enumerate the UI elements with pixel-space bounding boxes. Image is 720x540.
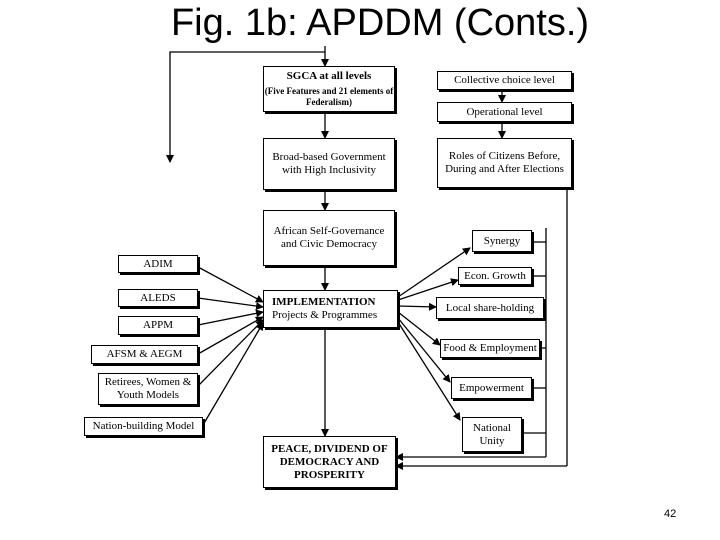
arrow-nation — [202, 322, 264, 426]
sgca-title: SGCA at all levels — [286, 70, 372, 82]
arrow-synergy — [397, 247, 471, 298]
retirees-women-youth-box: Retirees, Women & Youth Models — [98, 373, 198, 405]
adim-box: ADIM — [118, 255, 198, 273]
implementation-subtitle: Projects & Programmes — [272, 309, 378, 321]
econ-growth-box: Econ. Growth — [458, 267, 532, 285]
appm-box: APPM — [118, 316, 198, 335]
arrow-empowerment — [397, 317, 451, 383]
implementation-title: IMPLEMENTATION — [272, 296, 376, 308]
sgca-box: SGCA at all levels (Five Features and 21… — [263, 66, 395, 112]
slide-title: Fig. 1b: APDDM (Conts.) — [170, 2, 590, 44]
local-share-holding-box: Local share-holding — [436, 297, 544, 319]
aleds-box: ALEDS — [118, 289, 198, 307]
peace-box: PEACE, DIVIDEND OF DEMOCRACY AND PROSPER… — [263, 436, 396, 488]
empowerment-box: Empowerment — [451, 377, 532, 399]
food-employment-box: Food & Employment — [440, 339, 540, 358]
arrow-econ — [397, 278, 459, 301]
african-self-governance-box: African Self-Governance and Civic Democr… — [263, 210, 395, 266]
arrow-appm — [197, 309, 264, 326]
arrow-afsm — [197, 316, 264, 355]
national-unity-box: National Unity — [462, 417, 522, 452]
synergy-box: Synergy — [472, 230, 532, 252]
nation-building-model-box: Nation-building Model — [84, 417, 203, 436]
arrow-food — [397, 311, 441, 346]
sgca-subtitle: (Five Features and 21 elements of Federa… — [264, 86, 394, 107]
collective-choice-box: Collective choice level — [437, 71, 572, 90]
broad-based-box: Broad-based Government with High Inclusi… — [263, 138, 395, 190]
afsm-aegm-box: AFSM & AEGM — [91, 345, 198, 364]
arrow-national — [397, 321, 461, 421]
operational-level-box: Operational level — [437, 102, 572, 122]
arrow-retirees — [197, 319, 264, 387]
arrow-adim — [197, 266, 264, 303]
arrow-local — [397, 302, 437, 311]
arrow-aleds — [197, 297, 264, 311]
arrow-left-loop — [166, 51, 325, 163]
roles-of-citizens-box: Roles of Citizens Before, During and Aft… — [437, 138, 572, 188]
page-number: 42 — [664, 508, 677, 520]
implementation-box: IMPLEMENTATION Projects & Programmes — [263, 290, 398, 328]
